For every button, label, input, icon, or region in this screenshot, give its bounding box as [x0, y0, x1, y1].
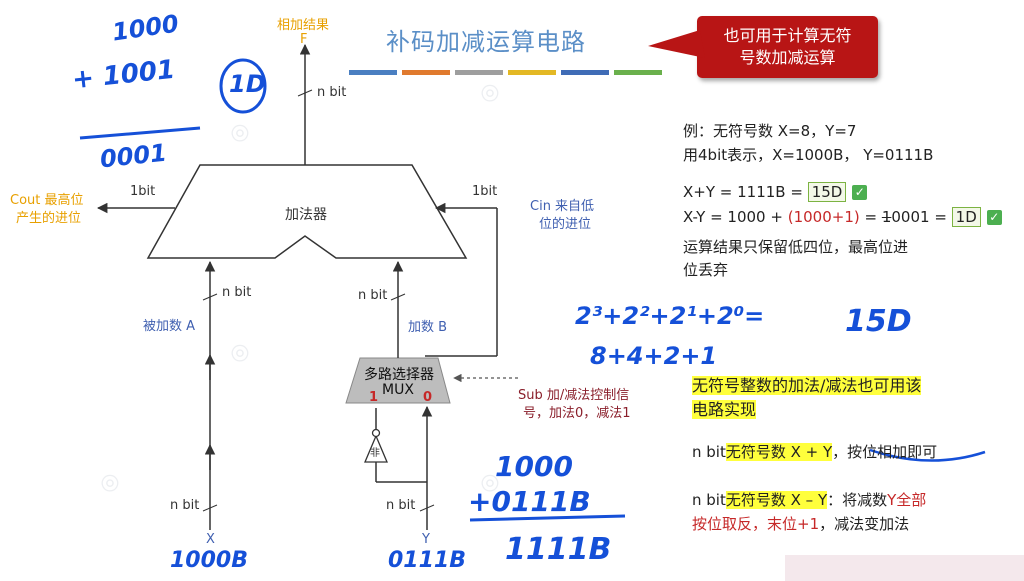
- add-rule-rest: ，按位相加即可: [832, 443, 938, 461]
- diff-row: X-Y = 1000 + (1000+1) = 10001 = 1D ✓: [683, 207, 1002, 227]
- b-bus-label: n bit: [358, 288, 388, 303]
- add-rule: n bit无符号数 X + Y，按位相加即可: [692, 441, 937, 462]
- title-color-bar: [455, 70, 503, 75]
- title-color-bar: [614, 70, 662, 75]
- hw-underline-note: [869, 448, 986, 462]
- result-f-label: F: [300, 32, 308, 47]
- hw-underline: [79, 126, 201, 140]
- cin-label: Cin 来自低: [530, 199, 595, 214]
- highlight-text-2: 电路实现: [692, 400, 757, 419]
- not-label: 非: [370, 448, 380, 459]
- sub-rule-highlight: 无符号数 X – Y: [725, 491, 828, 509]
- bus-slash: [202, 504, 218, 512]
- mux-shape: [345, 357, 451, 404]
- a-label: 被加数 A: [143, 319, 196, 334]
- bus-slash: [202, 293, 218, 301]
- sub-label-2: 号，加法0，减法1: [523, 406, 631, 421]
- diff-dropped-bit: 1: [881, 208, 892, 226]
- blurred-region: [785, 555, 1024, 581]
- title-color-bar: [349, 70, 397, 75]
- x-label: X: [206, 532, 215, 547]
- highlight-text-1: 无符号整数的加法/减法也可用该: [692, 376, 922, 395]
- not-bubble: [371, 428, 381, 438]
- bus-slash: [419, 504, 435, 512]
- result-label: 相加结果: [277, 18, 330, 33]
- hw-mid-2: 15D: [845, 304, 912, 339]
- example-line-2: 用4bit表示，X=1000B， Y=0111B: [683, 146, 934, 164]
- add-rule-prefix: n bit: [692, 443, 726, 461]
- mux-in1-label: 1: [369, 390, 379, 405]
- check-icon: ✓: [986, 210, 1002, 225]
- b-label: 加数 B: [408, 320, 448, 335]
- cout-label: Cout 最高位: [10, 193, 84, 208]
- hw-bot-1: 1000: [495, 450, 573, 483]
- title-color-bar: [561, 70, 609, 75]
- hw-bot-2: +0111B: [468, 485, 591, 518]
- hw-mid-3: 8+4+2+1: [590, 342, 718, 370]
- x-bus-label: n bit: [170, 498, 200, 513]
- example-line-1: 例：无符号数 X=8，Y=7: [683, 122, 857, 140]
- sub-rule: n bit无符号数 X – Y：将减数Y全部: [692, 489, 926, 510]
- highlight-line-1: 无符号整数的加法/减法也可用该: [692, 372, 922, 396]
- slide-title: 补码加减运算电路: [386, 28, 586, 56]
- hw-mid-1: 2³+2²+2¹+2⁰=: [575, 302, 765, 330]
- highlight-line-2: 电路实现: [692, 396, 757, 420]
- title-color-bar: [508, 70, 556, 75]
- sum-result-box: 15D: [807, 182, 847, 202]
- a-bus-label: n bit: [222, 285, 252, 300]
- cout-label-2: 产生的进位: [16, 211, 82, 226]
- hw-x-value: 1000B: [170, 548, 248, 573]
- sub-rule-rest: ：将减数: [827, 491, 888, 509]
- hw-sum-line: [469, 514, 626, 522]
- callout-line-1: 也可用于计算无符: [723, 26, 852, 45]
- diff-result-box: 1D: [951, 207, 981, 227]
- title-color-bar: [402, 70, 450, 75]
- adder-shape: [146, 164, 468, 259]
- adder-label: 加法器: [285, 207, 327, 223]
- callout-box: 也可用于计算无符 号数加减运算: [697, 16, 878, 78]
- bus-slash: [390, 293, 406, 301]
- y-label: Y: [422, 532, 430, 547]
- note-line-2: 位丢弃: [683, 261, 729, 279]
- y-bus-label: n bit: [386, 498, 416, 513]
- top-bus-label: n bit: [317, 85, 347, 100]
- callout-tail: [648, 30, 705, 58]
- sub-rule-2: 按位取反，末位+1，减法变加法: [692, 513, 909, 534]
- sum-expression: X+Y = 1111B =: [683, 183, 808, 201]
- sub-rule-rest-2: ，减法变加法: [819, 515, 910, 533]
- check-icon: ✓: [852, 185, 868, 200]
- diff-rest: 0001 =: [891, 208, 952, 226]
- callout-line-2: 号数加减运算: [739, 48, 836, 67]
- note-line-1: 运算结果只保留低四位，最高位进: [683, 238, 909, 256]
- not-gate: [364, 434, 388, 463]
- hw-bot-3: 1111B: [505, 532, 612, 567]
- mux-in0-label: 0: [423, 390, 433, 405]
- bus-slash: [297, 89, 313, 97]
- hw-circle: [219, 58, 267, 114]
- hw-top-circle-text: 1D: [229, 70, 266, 98]
- sub-rule-red: Y全部: [887, 491, 927, 509]
- cout-bits-label: 1bit: [130, 184, 156, 199]
- sub-rule-red-2: 按位取反，末位+1: [692, 515, 820, 533]
- diff-expression: X-Y = 1000 +: [683, 208, 788, 226]
- mux-label: 多路选择器: [364, 367, 434, 383]
- sub-rule-prefix: n bit: [692, 491, 726, 509]
- diff-complement: (1000+1): [787, 208, 860, 226]
- add-rule-highlight: 无符号数 X + Y: [725, 443, 833, 461]
- sub-label: Sub 加/减法控制信: [518, 388, 630, 403]
- mux-label-2: MUX: [382, 382, 414, 398]
- hw-y-value: 0111B: [388, 548, 466, 573]
- diff-equals: =: [859, 208, 882, 226]
- sum-row: X+Y = 1111B = 15D ✓: [683, 182, 868, 202]
- cin-label-2: 位的进位: [539, 217, 592, 232]
- cin-bits-label: 1bit: [472, 184, 498, 199]
